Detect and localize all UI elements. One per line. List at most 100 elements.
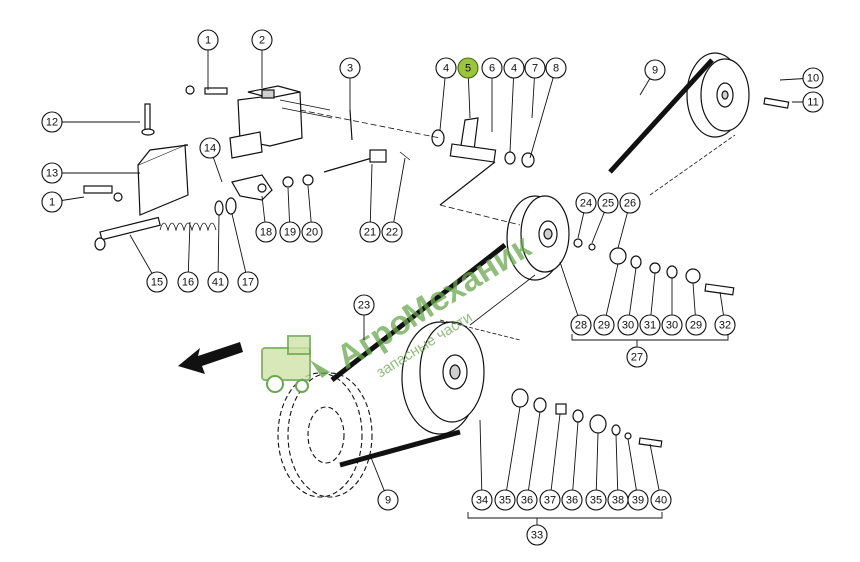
callout-label: 5	[465, 63, 471, 75]
callout-circle	[435, 57, 457, 79]
callout-circle	[526, 524, 548, 546]
callout-circle	[197, 29, 219, 51]
callout-label: 7	[532, 63, 538, 75]
callout-circle	[539, 489, 561, 511]
callout-6[interactable]: 6	[481, 57, 503, 79]
callout-circle	[199, 137, 221, 159]
callout-39[interactable]: 39	[627, 489, 649, 511]
callout-41[interactable]: 41	[207, 271, 229, 293]
leader-line-8	[529, 67, 557, 159]
dashed-axis-lines	[299, 109, 521, 226]
callout-5[interactable]: 5	[457, 57, 479, 79]
group-bracket-33	[467, 512, 663, 528]
callout-33[interactable]: 33	[526, 524, 548, 546]
callout-36[interactable]: 36	[516, 489, 538, 511]
plate-bracket	[137, 103, 189, 216]
callout-label: 15	[151, 277, 163, 289]
callout-24[interactable]: 24	[575, 192, 597, 214]
drive-belts	[330, 58, 736, 468]
callout-38[interactable]: 38	[607, 489, 629, 511]
callout-30[interactable]: 30	[617, 314, 639, 336]
leader-line-36	[571, 421, 579, 501]
callout-12[interactable]: 12	[41, 111, 63, 133]
callout-17[interactable]: 17	[237, 271, 259, 293]
group-bracket-27	[571, 334, 729, 347]
callout-circle	[619, 192, 641, 214]
callout-circle	[516, 489, 538, 511]
callout-label: 1	[49, 197, 55, 209]
callout-28[interactable]: 28	[570, 314, 592, 336]
callout-circle	[639, 314, 661, 336]
bolt-1	[185, 85, 228, 95]
callout-circle	[685, 314, 707, 336]
callout-37[interactable]: 37	[539, 489, 561, 511]
callout-35[interactable]: 35	[494, 489, 516, 511]
callout-31[interactable]: 31	[639, 314, 661, 336]
callout-label: 40	[655, 495, 667, 507]
callout-7[interactable]: 7	[524, 57, 546, 79]
callout-circle	[545, 57, 567, 79]
callout-label: 26	[624, 198, 636, 210]
callout-2[interactable]: 2	[251, 29, 273, 51]
callout-circle	[41, 162, 63, 184]
callout-11[interactable]: 11	[802, 91, 824, 113]
callout-8[interactable]: 8	[545, 57, 567, 79]
callout-circle	[481, 57, 503, 79]
callout-21[interactable]: 21	[359, 221, 381, 243]
callout-circle	[359, 221, 381, 243]
callout-label: 1	[205, 35, 211, 47]
callout-circle	[457, 57, 479, 79]
callout-10[interactable]: 10	[802, 67, 824, 89]
callout-25[interactable]: 25	[597, 192, 619, 214]
callout-32[interactable]: 32	[714, 314, 736, 336]
callout-9[interactable]: 9	[377, 489, 399, 511]
callout-circle	[802, 67, 824, 89]
callout-circle	[593, 314, 615, 336]
callout-18[interactable]: 18	[255, 221, 277, 243]
tension-arm-5	[431, 117, 535, 206]
callout-1[interactable]: 1	[41, 191, 63, 213]
callout-16[interactable]: 16	[177, 271, 199, 293]
callout-circle	[644, 59, 666, 81]
leader-line-21	[369, 163, 373, 233]
callout-label: 24	[580, 198, 592, 210]
callout-label: 23	[358, 300, 370, 312]
callout-22[interactable]: 22	[381, 221, 403, 243]
pulley-33-hardware	[511, 388, 663, 448]
callout-34[interactable]: 34	[471, 489, 493, 511]
callout-label: 17	[242, 277, 254, 289]
callout-15[interactable]: 15	[146, 271, 168, 293]
callout-29[interactable]: 29	[685, 314, 707, 336]
callout-4[interactable]: 4	[503, 57, 525, 79]
callout-circle	[301, 221, 323, 243]
callout-13[interactable]: 13	[41, 162, 63, 184]
callout-circle	[41, 191, 63, 213]
callout-1[interactable]: 1	[197, 29, 219, 51]
callout-9[interactable]: 9	[644, 59, 666, 81]
callout-label: 34	[476, 495, 488, 507]
leader-line-22	[391, 157, 406, 233]
callout-26[interactable]: 26	[619, 192, 641, 214]
callout-19[interactable]: 19	[279, 221, 301, 243]
callout-label: 33	[531, 530, 543, 542]
callout-label: 31	[644, 320, 656, 332]
callout-40[interactable]: 40	[650, 489, 672, 511]
dashed-pulley	[277, 372, 373, 498]
callout-label: 41	[212, 277, 224, 289]
callout-3[interactable]: 3	[339, 57, 361, 79]
callout-30[interactable]: 30	[661, 314, 683, 336]
callout-35[interactable]: 35	[585, 489, 607, 511]
callout-circle	[585, 489, 607, 511]
callout-label: 13	[46, 168, 58, 180]
callout-label: 36	[566, 495, 578, 507]
callout-20[interactable]: 20	[301, 221, 323, 243]
callout-23[interactable]: 23	[353, 294, 375, 316]
callout-4[interactable]: 4	[435, 57, 457, 79]
callout-14[interactable]: 14	[199, 137, 221, 159]
callout-label: 14	[204, 143, 216, 155]
callout-29[interactable]: 29	[593, 314, 615, 336]
callout-36[interactable]: 36	[561, 489, 583, 511]
callout-27[interactable]: 27	[626, 346, 648, 368]
callout-label: 20	[306, 227, 318, 239]
